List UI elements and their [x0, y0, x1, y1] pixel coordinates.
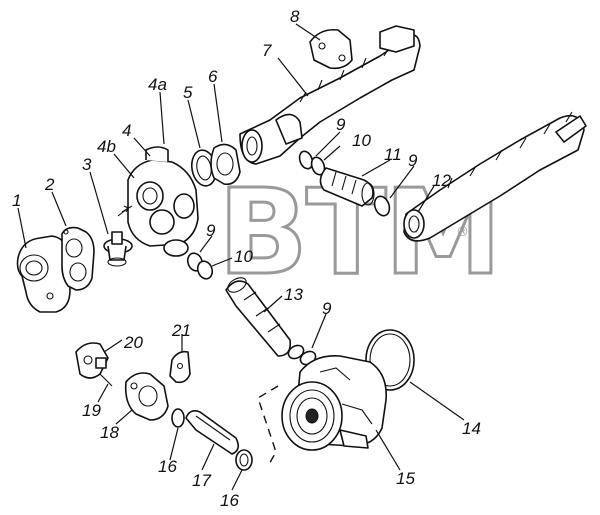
callout-label: 9: [336, 115, 346, 134]
callout-label: 16: [220, 491, 239, 510]
part-water-pipe: [239, 25, 421, 165]
callout-label: 14: [462, 419, 481, 438]
callout-label: 5: [183, 83, 193, 102]
arrow-mark: [117, 205, 129, 217]
part-ring-9-upper: [298, 150, 314, 170]
callout-label: 9: [206, 221, 216, 240]
part-connecting-pipe: [185, 410, 240, 455]
callout-label: 1: [12, 191, 21, 210]
part-thermostat-housing: [121, 146, 199, 257]
callout-label: 15: [396, 469, 415, 488]
callout-label: 11: [384, 145, 402, 164]
callout-label: 13: [284, 285, 303, 304]
part-cover-plate: [309, 28, 353, 70]
watermark-registered-mark: ®: [456, 225, 469, 240]
callout-label: 19: [82, 401, 101, 420]
part-gasket-16-lower: [235, 449, 253, 471]
part-flange: [210, 143, 241, 186]
part-ring-10-middle: [196, 260, 214, 280]
callout-label: 6: [208, 67, 218, 86]
callout-labels: 1 2 3 4b 4 4a 5 6 7 8 9 10 11 9 12 9 10 …: [12, 7, 481, 510]
callout-label: 4a: [148, 75, 167, 94]
callout-label: 9: [322, 299, 332, 318]
assembly-bracket-dashed: [257, 385, 279, 467]
callout-label: 16: [158, 457, 177, 476]
callout-label: 18: [100, 423, 119, 442]
callout-label: 17: [192, 471, 211, 490]
part-housing-18: [124, 372, 169, 421]
part-long-pipe: [403, 111, 587, 242]
callout-label: 3: [82, 155, 92, 174]
callout-label: 4b: [97, 137, 116, 156]
callout-label: 12: [432, 171, 451, 190]
callout-label: 8: [290, 7, 300, 26]
part-bracket: [169, 350, 191, 384]
part-ring-9-right: [373, 195, 391, 217]
part-ring-9-lower: [287, 344, 305, 360]
part-hose-11: [319, 167, 375, 207]
leader-lines: [17, 23, 465, 491]
part-thermostat: [103, 231, 133, 267]
callout-label: 4: [122, 121, 131, 140]
part-water-pump: [281, 355, 387, 451]
callout-label: 21: [171, 321, 191, 340]
callout-label: 7: [262, 41, 272, 60]
part-cover: [16, 235, 71, 313]
callout-label: 20: [123, 333, 143, 352]
part-gasket-16-left: [171, 408, 185, 428]
callout-label: 9: [408, 151, 418, 170]
part-valve: [75, 342, 113, 387]
callout-label: 2: [44, 175, 55, 194]
callout-label: 10: [352, 131, 371, 150]
part-hose-13: [225, 277, 292, 357]
part-gasket-2: [61, 226, 95, 291]
callout-label: 10: [234, 247, 253, 266]
